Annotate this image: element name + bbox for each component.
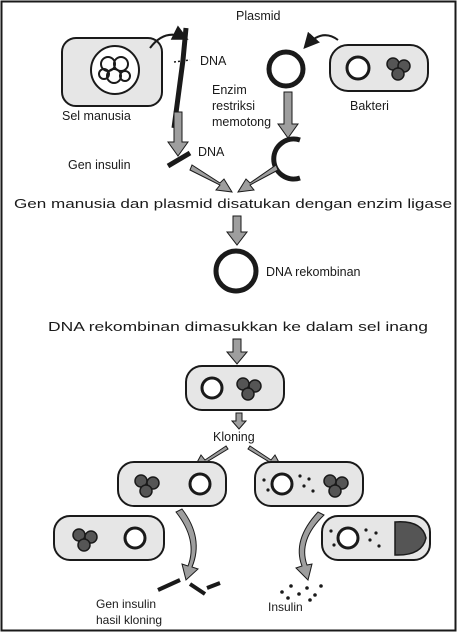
human-chromosome-icon xyxy=(98,56,131,84)
arrow-to-kloning xyxy=(230,412,248,430)
label-hasil-kloning-1: Gen insulin xyxy=(96,597,156,611)
arrow-bacteria-to-plasmid xyxy=(303,31,339,49)
arrow-nucleus-to-dna xyxy=(149,25,189,49)
host-cell xyxy=(185,365,285,411)
clone-cell-right-lower xyxy=(321,515,431,561)
clone-cell-left-lower xyxy=(53,515,165,561)
label-enzim-4: DNA xyxy=(198,145,225,159)
label-plasmid: Plasmid xyxy=(236,9,281,23)
cloned-gene-fragments xyxy=(157,578,221,596)
cut-plasmid xyxy=(271,136,301,182)
insulin-gene-fragment xyxy=(166,150,192,169)
plasmid-ring xyxy=(266,49,306,89)
label-enzim-3: memotong xyxy=(212,115,271,129)
bacteria-cell xyxy=(329,44,429,92)
arrow-gene-to-join xyxy=(189,164,233,193)
arrow-to-recombinant xyxy=(225,215,249,246)
label-dna-rekombinan: DNA rekombinan xyxy=(266,265,361,279)
label-kloning: Kloning xyxy=(213,430,255,444)
label-sel-manusia: Sel manusia xyxy=(62,109,131,123)
arrow-plasmid-down xyxy=(277,91,299,139)
human-cell xyxy=(61,37,163,107)
bacteria-chromosome-icon xyxy=(386,57,411,81)
arrow-human-down xyxy=(167,111,189,157)
label-dna: DNA xyxy=(200,54,227,68)
label-enzim-1: Enzim xyxy=(212,83,247,97)
dna-strand xyxy=(171,27,189,129)
label-dimasukkan: DNA rekombinan dimasukkan ke dalam sel i… xyxy=(48,320,428,334)
label-gen-insulin: Gen insulin xyxy=(68,158,131,172)
label-bakteri: Bakteri xyxy=(350,99,389,113)
label-hasil-kloning-2: hasil kloning xyxy=(96,613,162,627)
arrow-to-insulin xyxy=(295,511,325,581)
arrow-plasmid-to-join xyxy=(237,164,279,193)
recombinant-dna-ring xyxy=(213,248,259,294)
clone-cell-right-upper xyxy=(254,461,364,507)
insulin-molecules-icon xyxy=(280,584,323,602)
label-insulin: Insulin xyxy=(268,600,303,614)
arrow-to-host xyxy=(225,338,249,365)
clone-cell-left-upper xyxy=(117,461,227,507)
arrow-to-cloned-gene xyxy=(175,508,199,581)
label-enzim-2: restriksi xyxy=(212,99,255,113)
label-disatukan: Gen manusia dan plasmid disatukan dengan… xyxy=(14,197,452,211)
